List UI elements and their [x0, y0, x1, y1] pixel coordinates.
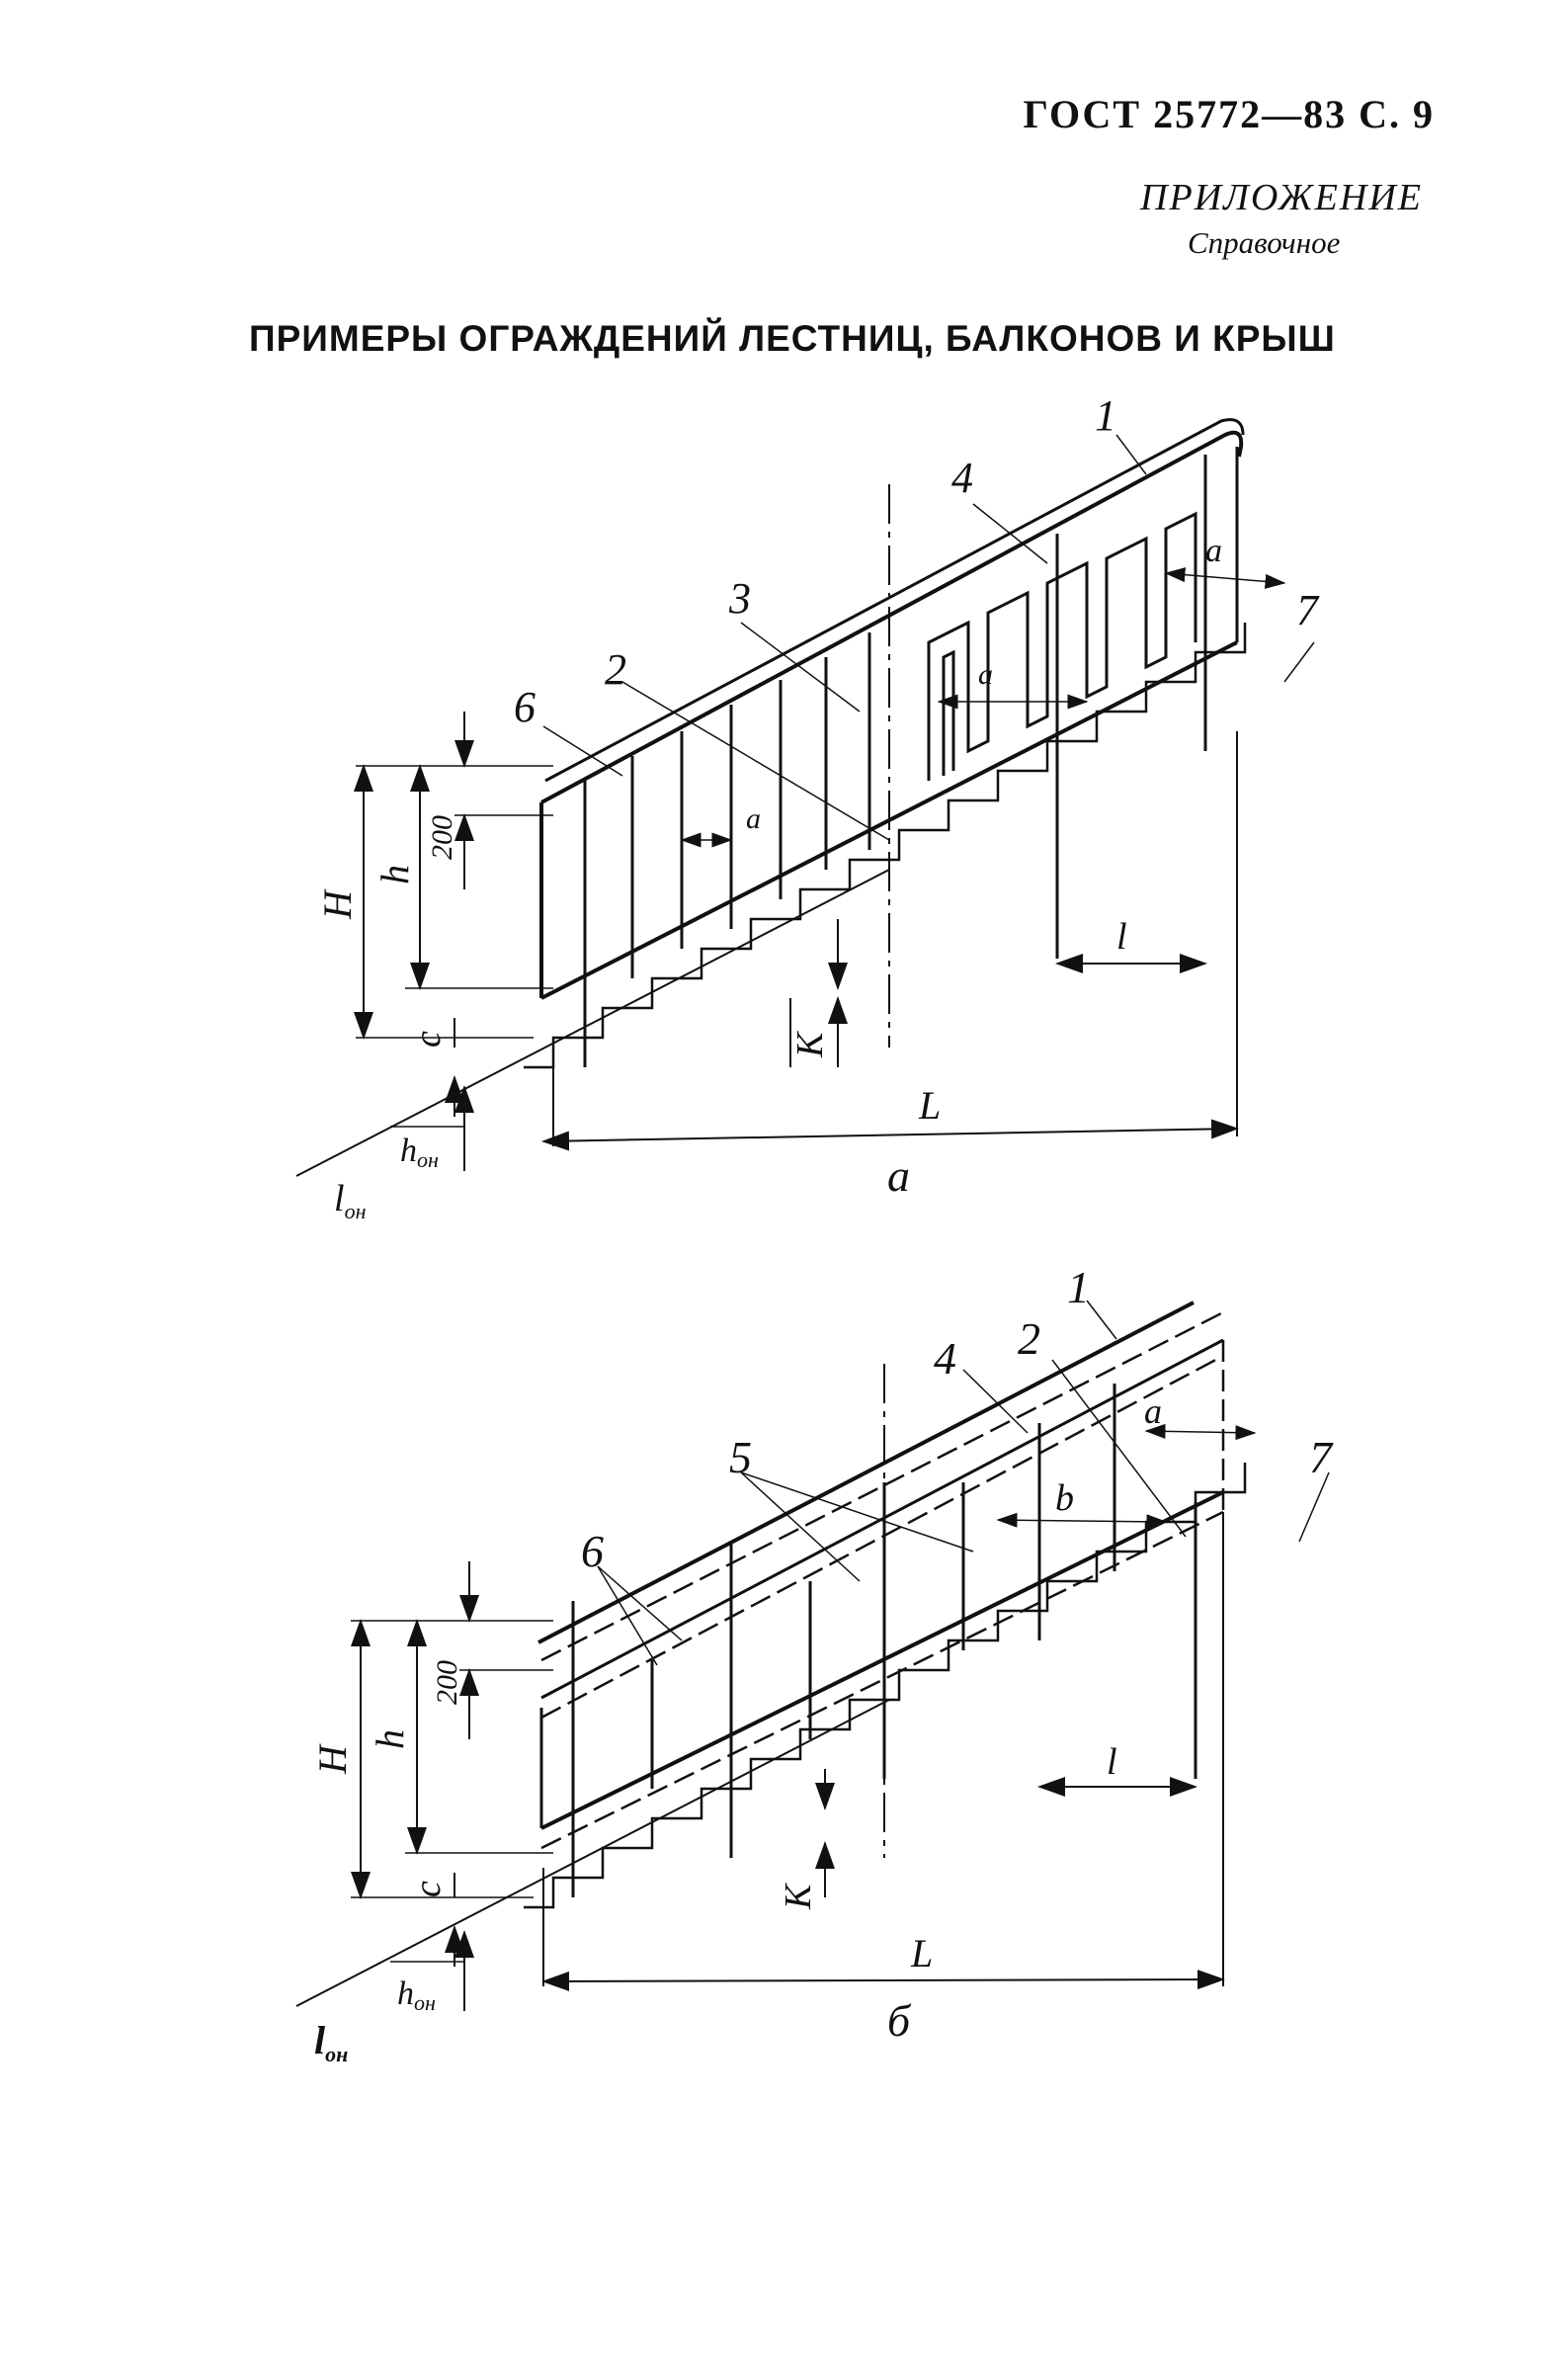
figure-b-caption: б [887, 1995, 912, 2046]
figure-b-callout-6: 6 [581, 1526, 604, 1576]
figure-a-dim-H: H [315, 888, 360, 920]
figure-b-dim-b: b [1055, 1477, 1074, 1519]
figure-a-dim-200: 200 [426, 815, 458, 860]
figure-b-posts [571, 1384, 1197, 1897]
figure-b-callout-4: 4 [934, 1333, 956, 1384]
figure-a-labels: 1 2 3 4 6 7 H h 200 c К a a a l L hон lо… [315, 391, 1320, 1223]
figure-a-drawing [295, 418, 1315, 1177]
figure-a-handrail [540, 430, 1244, 804]
figure-b-bottom-rail [540, 1490, 1224, 1830]
figure-a-callout-6: 6 [514, 683, 536, 731]
figure-a-balusters [583, 455, 1207, 1067]
appendix-title: ПРИЛОЖЕНИЕ [1140, 177, 1423, 218]
figure-a-caption: а [887, 1150, 910, 1201]
figure-b-dim-K: К [778, 1883, 819, 1910]
page-title: ПРИМЕРЫ ОГРАЖДЕНИЙ ЛЕСТНИЦ, БАЛКОНОВ И К… [249, 318, 1336, 359]
figure-a-callout-7: 7 [1296, 586, 1320, 634]
figure-a-dim-hop: hон [400, 1133, 439, 1172]
figure-b-labels: 1 2 4 5 6 7 H h 200 c К a b l L hон lон … [310, 1262, 1334, 2066]
figure-b-dim-h: h [368, 1729, 412, 1749]
figure-b-stairs [524, 1463, 1247, 1909]
figure-a-dim-lop: lон [334, 1178, 367, 1223]
figure-b-callout-7: 7 [1309, 1432, 1334, 1482]
figure-a-dim-L: L [918, 1083, 941, 1128]
figure-b-dim-hop: hон [397, 1975, 436, 2015]
figure-b-dim-200: 200 [431, 1660, 463, 1705]
figure-a-stairs [524, 623, 1247, 1069]
figure-a-callout-2: 2 [605, 645, 626, 694]
figure-a-callout-3: 3 [728, 574, 751, 623]
figure-b-handrail [537, 1301, 1195, 1644]
figure-b-dim-L: L [910, 1931, 933, 1975]
figure-a-dim-h: h [372, 865, 417, 884]
document-reference: ГОСТ 25772—83 С. 9 [1023, 92, 1435, 136]
figure-a-callout-1: 1 [1095, 391, 1116, 440]
figure-a-dim-l: l [1116, 916, 1127, 958]
figure-b-dim-c: c [407, 1881, 449, 1897]
figure-a-meander-pattern [927, 511, 1197, 781]
appendix-note: Справочное [1188, 225, 1341, 260]
figure-a-dim-a3: a [1205, 533, 1222, 569]
figure-a-dim-a1: a [746, 802, 761, 835]
figure-a-dim-a2: a [978, 658, 993, 691]
figure-b-callout-2: 2 [1018, 1313, 1040, 1364]
figure-b-callout-1: 1 [1067, 1262, 1090, 1312]
figure-b-dim-l: l [1107, 1741, 1117, 1783]
figure-b-drawing [295, 1300, 1330, 2011]
figure-a-callout-4: 4 [951, 454, 973, 502]
figure-b-dim-H: H [310, 1743, 355, 1775]
figure-b-dim-a: a [1144, 1391, 1162, 1431]
figure-a-dim-c: c [407, 1031, 449, 1048]
figure-a-dim-K: К [789, 1031, 831, 1058]
figure-b-dim-lop: lон [314, 2018, 348, 2066]
figure-b-callout-5: 5 [729, 1432, 752, 1482]
